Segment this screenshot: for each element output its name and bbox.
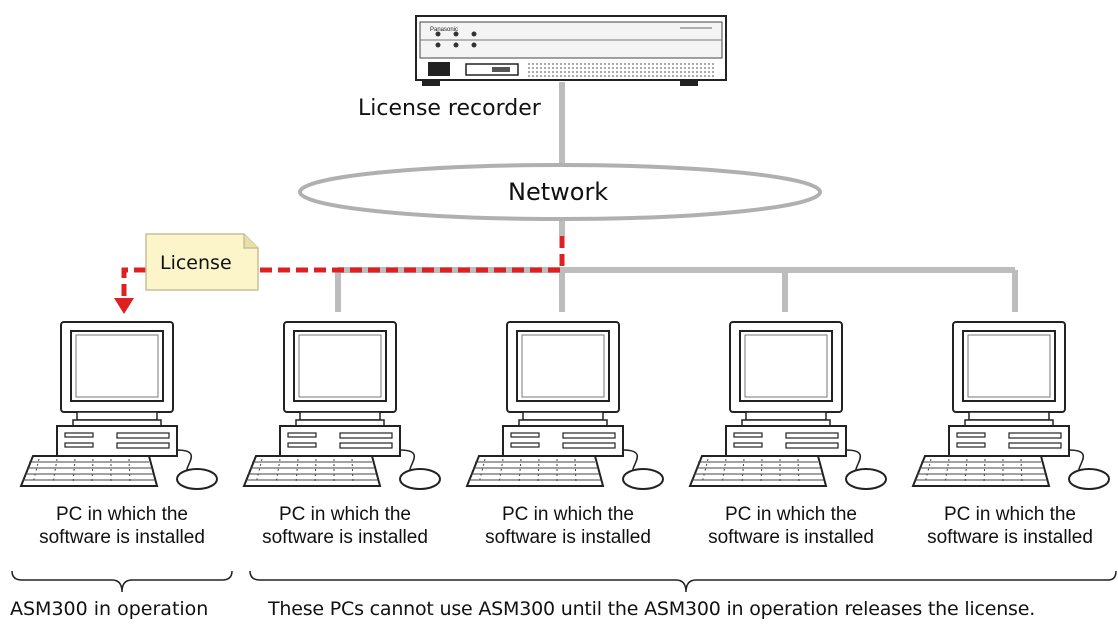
pc-4-label: PC in which the software is installed [684, 503, 898, 549]
pc-1 [20, 321, 218, 490]
waiting-group-label: These PCs cannot use ASM300 until the AS… [268, 598, 1036, 620]
pc-2-label-line2: software is installed [262, 527, 428, 548]
active-group-label: ASM300 in operation [10, 598, 209, 620]
pc-3-label-line1: PC in which the [501, 504, 634, 525]
pc-3-label-line2: software is installed [485, 527, 651, 548]
network-ellipse [298, 163, 822, 221]
pc-1-label: PC in which the software is installed [15, 503, 229, 549]
pc-5-label: PC in which the software is installed [903, 503, 1117, 549]
pc-4-label-line2: software is installed [708, 527, 874, 548]
pc-2-label-line1: PC in which the [278, 504, 411, 525]
pc-5-label-line1: PC in which the [943, 504, 1076, 525]
pc-4 [689, 321, 887, 490]
license-path-line [121, 236, 565, 300]
pc-5-label-line2: software is installed [927, 527, 1093, 548]
license-recorder-device: Panasonic [415, 15, 727, 86]
pc-5 [912, 321, 1110, 490]
recorder-brand: Panasonic [430, 27, 458, 33]
license-label: License [160, 252, 232, 274]
active-group-brace [11, 570, 233, 593]
pc-1-label-line1: PC in which the [55, 504, 188, 525]
pc-3 [466, 321, 664, 490]
pc-1-label-line2: software is installed [39, 527, 205, 548]
pc-2-label: PC in which the software is installed [238, 503, 452, 549]
pc-3-label: PC in which the software is installed [461, 503, 675, 549]
license-note [145, 233, 259, 291]
pc-2 [243, 321, 441, 490]
license-arrowhead [114, 298, 134, 314]
recorder-label: License recorder [358, 96, 541, 121]
network-label: Network [508, 178, 609, 206]
waiting-group-brace [249, 570, 1117, 593]
pc-4-label-line1: PC in which the [724, 504, 857, 525]
